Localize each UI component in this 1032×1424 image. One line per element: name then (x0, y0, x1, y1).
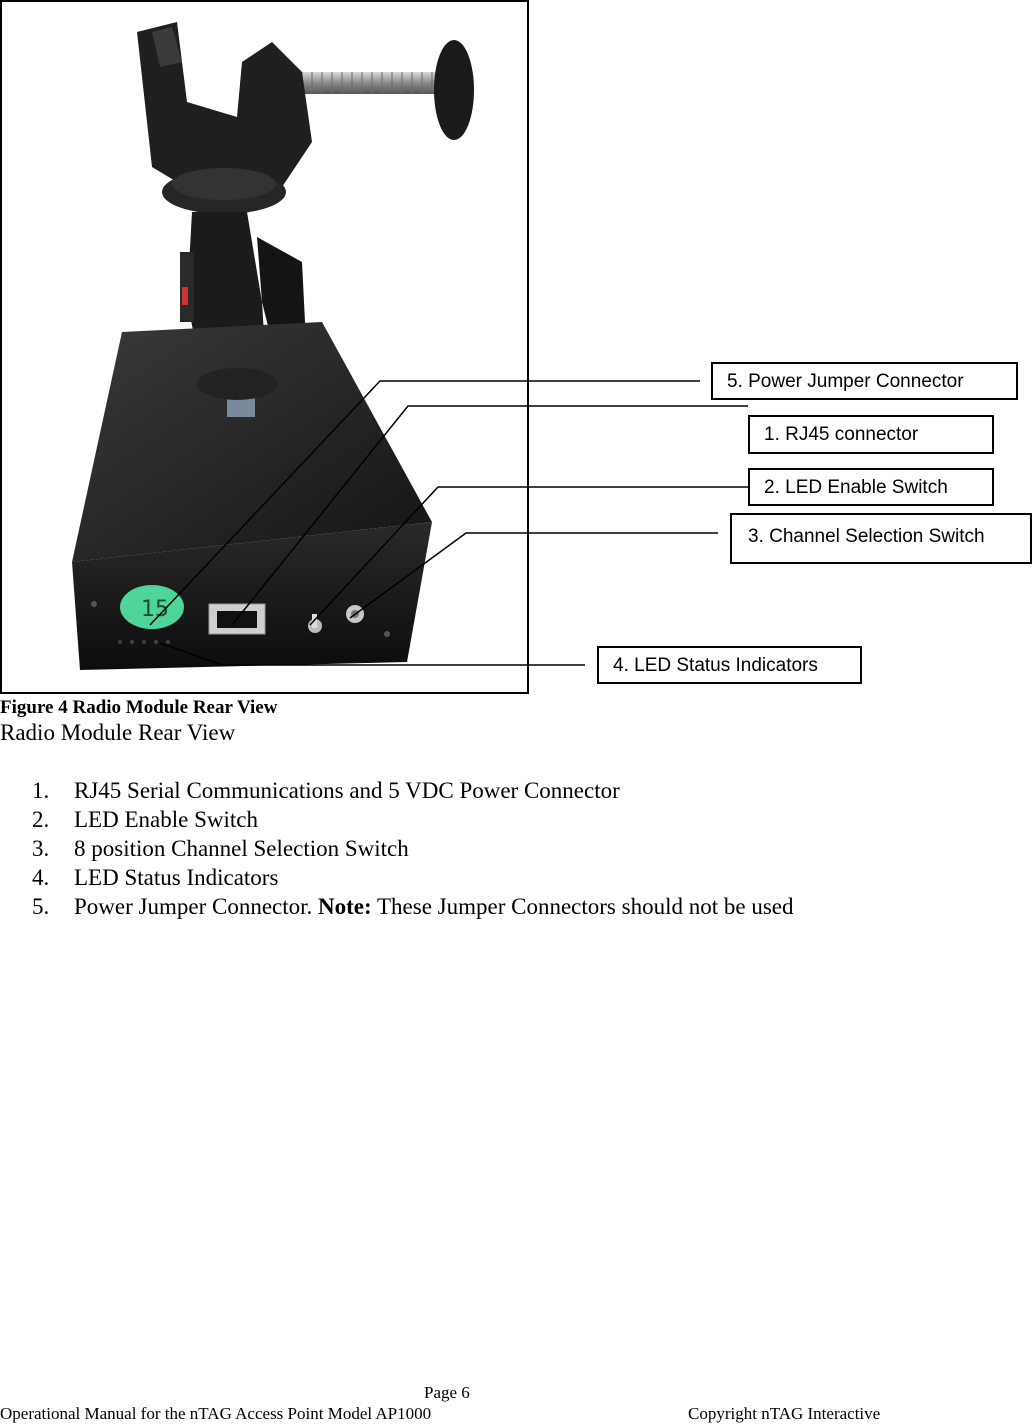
component-list: 1. RJ45 Serial Communications and 5 VDC P… (32, 776, 793, 921)
callout-power-jumper: 5. Power Jumper Connector (711, 362, 1018, 400)
list-item: 5. Power Jumper Connector. Note: These Ju… (32, 892, 793, 921)
list-text: LED Enable Switch (74, 807, 258, 832)
figure-subtitle: Radio Module Rear View (0, 720, 236, 745)
page-number: Page 6 (424, 1383, 470, 1402)
callout-rj45: 1. RJ45 connector (748, 415, 994, 454)
footer-copyright: Copyright nTAG Interactive (688, 1404, 881, 1423)
radio-module-photo: 15 (0, 0, 529, 694)
list-number: 2. (32, 807, 50, 832)
note-label: Note: (318, 894, 372, 919)
module-case-top (72, 322, 432, 562)
sticker-text: 15 (141, 597, 169, 622)
list-item: 1. RJ45 Serial Communications and 5 VDC P… (32, 776, 793, 805)
note-text: These Jumper Connectors should not be us… (371, 894, 794, 919)
callout-led-status: 4. LED Status Indicators (597, 646, 862, 684)
list-text: RJ45 Serial Communications and 5 VDC Pow… (74, 778, 620, 803)
radio-module-illustration: 15 (72, 22, 474, 670)
list-number: 5. (32, 894, 50, 919)
list-number: 4. (32, 865, 50, 890)
list-number: 3. (32, 836, 50, 861)
list-item: 3. 8 position Channel Selection Switch (32, 834, 793, 863)
list-text: 8 position Channel Selection Switch (74, 836, 409, 861)
clamp-screw (272, 72, 447, 94)
callout-channel-select: 3. Channel Selection Switch (730, 513, 1032, 564)
list-number: 1. (32, 778, 50, 803)
list-item: 4. LED Status Indicators (32, 863, 793, 892)
list-text: Power Jumper Connector. (74, 894, 319, 919)
callout-led-enable: 2. LED Enable Switch (748, 468, 994, 506)
footer-manual-title: Operational Manual for the nTAG Access P… (0, 1404, 432, 1423)
clamp-knob-right (434, 40, 474, 140)
list-item: 2. LED Enable Switch (32, 805, 793, 834)
figure-caption: Figure 4 Radio Module Rear View (0, 697, 278, 718)
clamp-frame (137, 22, 312, 187)
list-text: LED Status Indicators (74, 865, 279, 890)
